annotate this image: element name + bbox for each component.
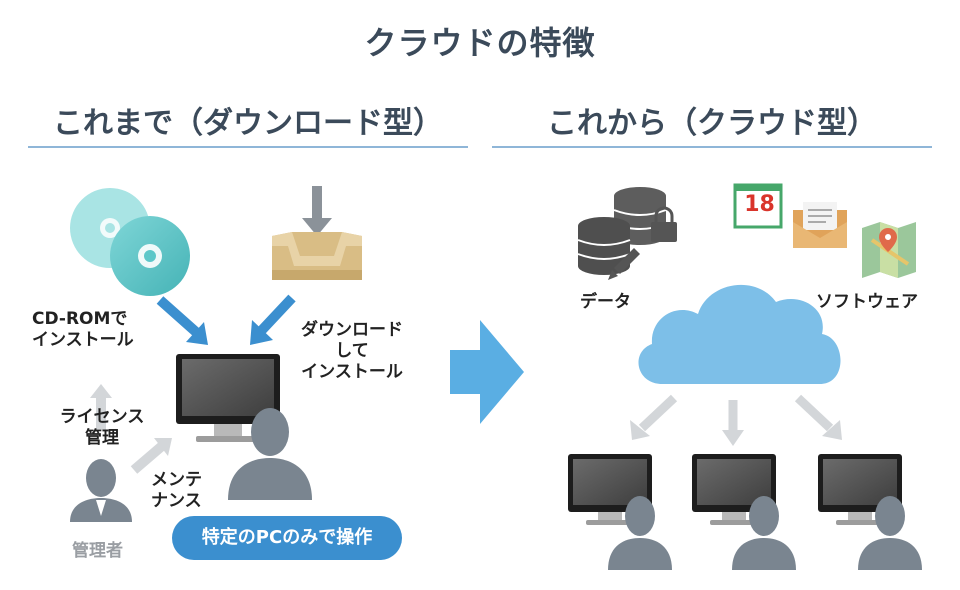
right-divider xyxy=(492,146,932,148)
user-person-icon-3 xyxy=(858,496,922,570)
software-label: ソフトウェア xyxy=(816,292,918,312)
arrow-cd-to-pc xyxy=(156,296,208,345)
monitor-icon xyxy=(176,354,280,442)
arrow-license-up xyxy=(90,384,112,430)
map-icon xyxy=(862,222,916,278)
maintenance-label-line2: ナンス xyxy=(151,491,202,511)
cdrom-label: CD-ROMで インストール xyxy=(32,309,134,351)
lock-icon xyxy=(651,206,677,242)
user-person-icon xyxy=(228,408,312,500)
calendar-icon xyxy=(733,183,783,229)
admin-label: 管理者 xyxy=(72,541,123,561)
pencil-icon xyxy=(608,248,640,280)
admin-person-icon xyxy=(70,459,132,522)
specific-pc-only-badge: 特定のPCのみで操作 xyxy=(172,516,402,560)
cdrom-label-line2: インストール xyxy=(32,330,134,350)
cdrom-label-line1: CD-ROMで xyxy=(32,309,128,329)
arrow-cloud-to-pc-center xyxy=(722,400,744,446)
monitor-icon-1 xyxy=(568,454,652,525)
maintenance-label: メンテ ナンス xyxy=(151,470,202,512)
license-label: ライセンス 管理 xyxy=(50,407,154,449)
download-label-line3: インストール xyxy=(301,362,403,382)
download-tray-icon xyxy=(272,186,362,280)
arrow-download-to-pc xyxy=(250,294,296,345)
cloud-icon xyxy=(638,284,841,384)
cd-disc-icon xyxy=(70,188,190,296)
mail-icon xyxy=(793,202,847,248)
user-person-icon-2 xyxy=(732,496,796,570)
download-label-line1: ダウンロード xyxy=(301,320,403,340)
arrow-cloud-to-pc-left xyxy=(630,394,678,440)
arrow-cloud-to-pc-right xyxy=(794,394,842,440)
license-label-line2: 管理 xyxy=(85,428,119,448)
download-label-line2: して xyxy=(335,341,369,361)
page-title: クラウドの特徴 xyxy=(364,24,596,62)
data-label: データ xyxy=(580,292,631,312)
license-label-line1: ライセンス xyxy=(59,407,145,427)
calendar-number: 18 xyxy=(744,192,775,217)
arrow-maintenance xyxy=(130,438,172,474)
user-person-icon-1 xyxy=(608,496,672,570)
left-divider xyxy=(28,146,468,148)
download-label: ダウンロード して インストール xyxy=(292,320,412,383)
left-section-heading: これまで（ダウンロード型） xyxy=(53,106,443,141)
right-section-heading: これから（クラウド型） xyxy=(547,106,877,141)
arrow-right-icon xyxy=(450,320,524,424)
monitor-icon-2 xyxy=(692,454,776,525)
maintenance-label-line1: メンテ xyxy=(151,470,202,490)
